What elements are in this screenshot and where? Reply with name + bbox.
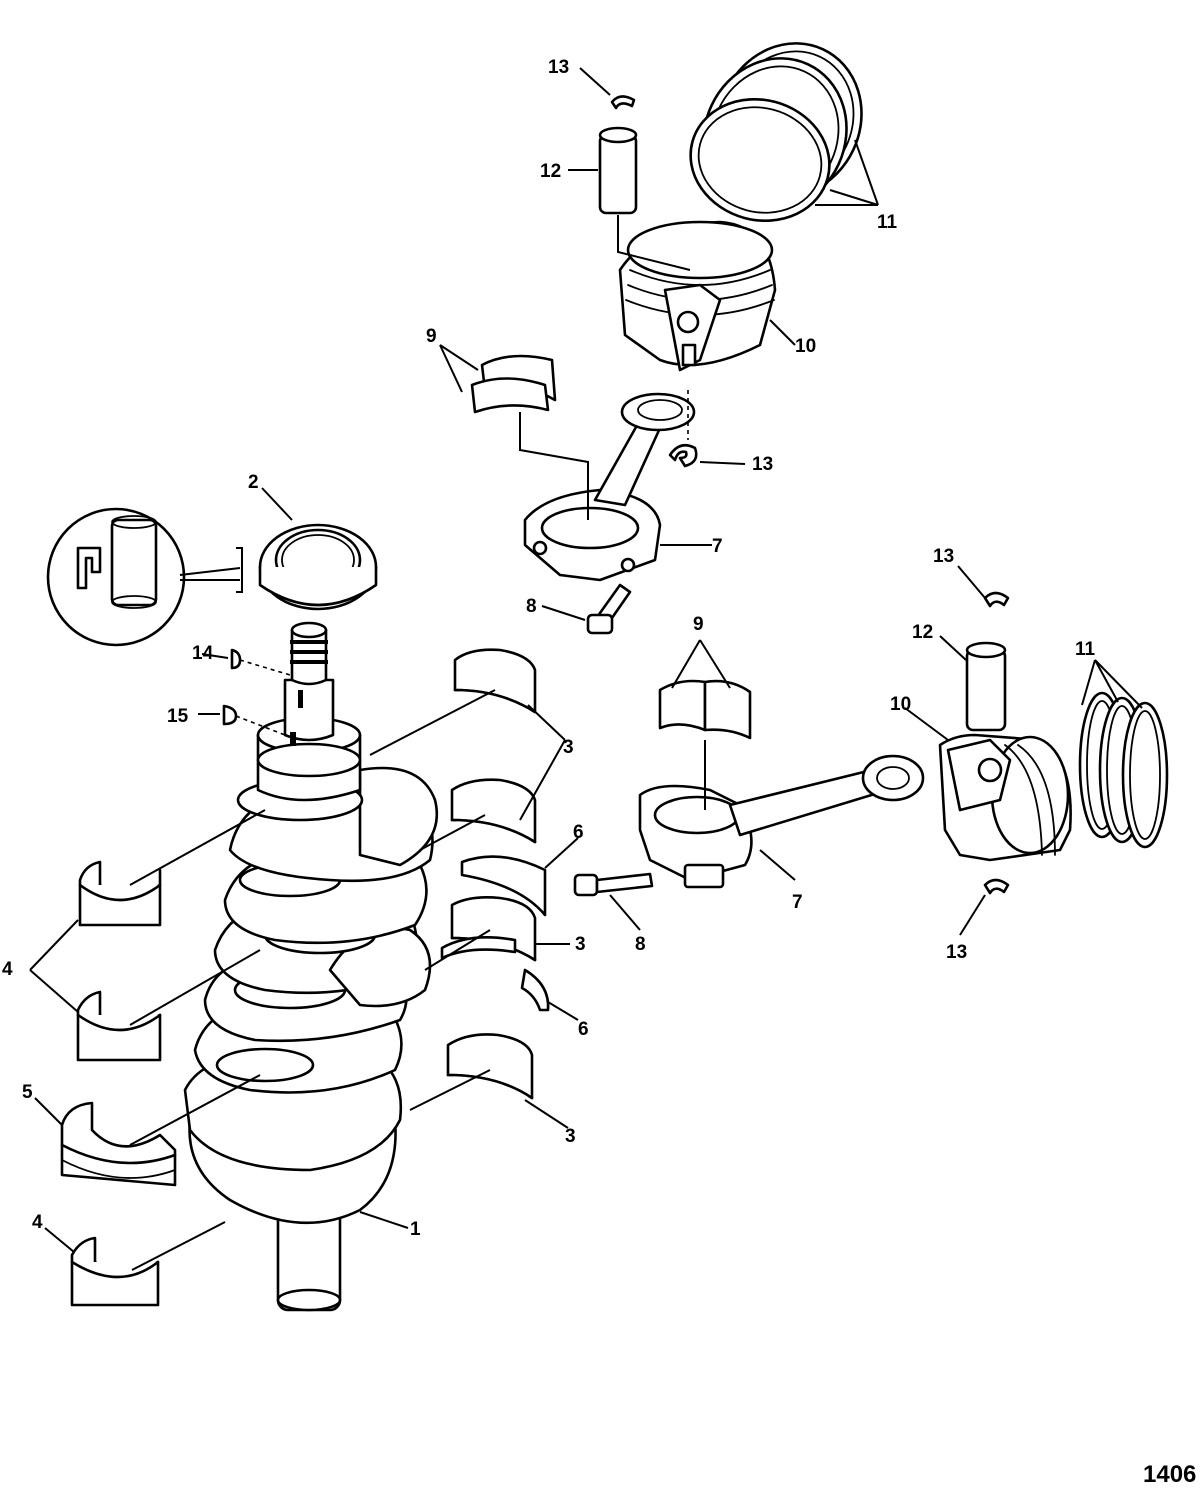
piston-pin-12-lower: [965, 641, 1007, 732]
callout-labels: 1 2 3 3 3 4 4 5 6 6 7 7 8 8 9 9 10 10 11…: [2, 57, 1196, 1488]
callout-5: 5: [22, 1082, 33, 1103]
seal-detail-magnifier: [46, 507, 243, 647]
snap-ring-13-lower-top: [983, 591, 1010, 608]
callout-15: 15: [167, 706, 189, 727]
callout-9: 9: [426, 326, 437, 347]
piston-ring-set-upper: [689, 42, 863, 223]
callout-13: 13: [933, 546, 954, 567]
callout-11: 11: [1075, 639, 1096, 660]
main-bearing-4-bottom: [70, 1236, 160, 1307]
callout-2: 2: [248, 472, 259, 493]
crankshaft-seal: [258, 523, 378, 611]
callout-11: 11: [877, 212, 898, 233]
rod-bolt-8-upper: [586, 583, 632, 635]
connecting-rod-7-lower: [638, 754, 925, 889]
snap-ring-13-lower-bottom: [983, 878, 1010, 895]
callout-8: 8: [635, 934, 646, 955]
piston-10-upper: [618, 220, 777, 372]
main-bearing-4-upper: [78, 860, 162, 927]
snap-ring-13-upper-lower: [668, 443, 698, 468]
snap-ring-13-top: [610, 95, 636, 110]
callout-10: 10: [890, 694, 911, 715]
main-bearing-4-lower: [76, 990, 162, 1062]
key-14: [230, 648, 242, 670]
key-15: [222, 704, 238, 726]
main-bearing-3-lower: [440, 896, 537, 962]
piston-pin-12-upper: [598, 126, 638, 215]
main-bearing-3-top: [453, 648, 537, 714]
piston-10-lower: [938, 733, 1072, 862]
callout-10: 10: [795, 336, 816, 357]
crankshaft: [183, 621, 439, 1312]
callout-12: 12: [540, 161, 561, 182]
callout-14: 14: [192, 643, 214, 664]
main-bearing-3-bottom: [446, 1033, 534, 1100]
callout-9: 9: [693, 614, 704, 635]
callout-6: 6: [573, 822, 584, 843]
callout-6: 6: [578, 1019, 589, 1040]
callout-1: 1: [410, 1219, 421, 1240]
callout-3: 3: [565, 1126, 576, 1147]
callout-3: 3: [563, 737, 574, 758]
callout-7: 7: [792, 892, 803, 913]
callout-7: 7: [712, 536, 723, 557]
callout-4: 4: [2, 959, 13, 980]
callout-4: 4: [32, 1212, 43, 1233]
thrust-washer-6-lower: [520, 968, 550, 1012]
main-bearing-3-mid: [450, 778, 537, 844]
rod-bearing-9-lower: [658, 679, 752, 740]
figure-number: 1406: [1143, 1461, 1196, 1488]
rod-bolt-8-lower: [573, 872, 654, 897]
callout-13: 13: [946, 942, 967, 963]
callout-8: 8: [526, 596, 537, 617]
callout-12: 12: [912, 622, 933, 643]
callout-13: 13: [548, 57, 569, 78]
callout-13: 13: [752, 454, 773, 475]
thrust-bearing-5: [60, 1101, 177, 1187]
piston-ring-set-lower: [1078, 691, 1169, 849]
thrust-washer-6-upper: [460, 855, 547, 917]
rod-bearing-9-upper: [470, 354, 557, 414]
callout-3: 3: [575, 934, 586, 955]
connecting-rod-7-upper: [523, 392, 696, 582]
leader-lines: [29, 67, 1143, 1271]
